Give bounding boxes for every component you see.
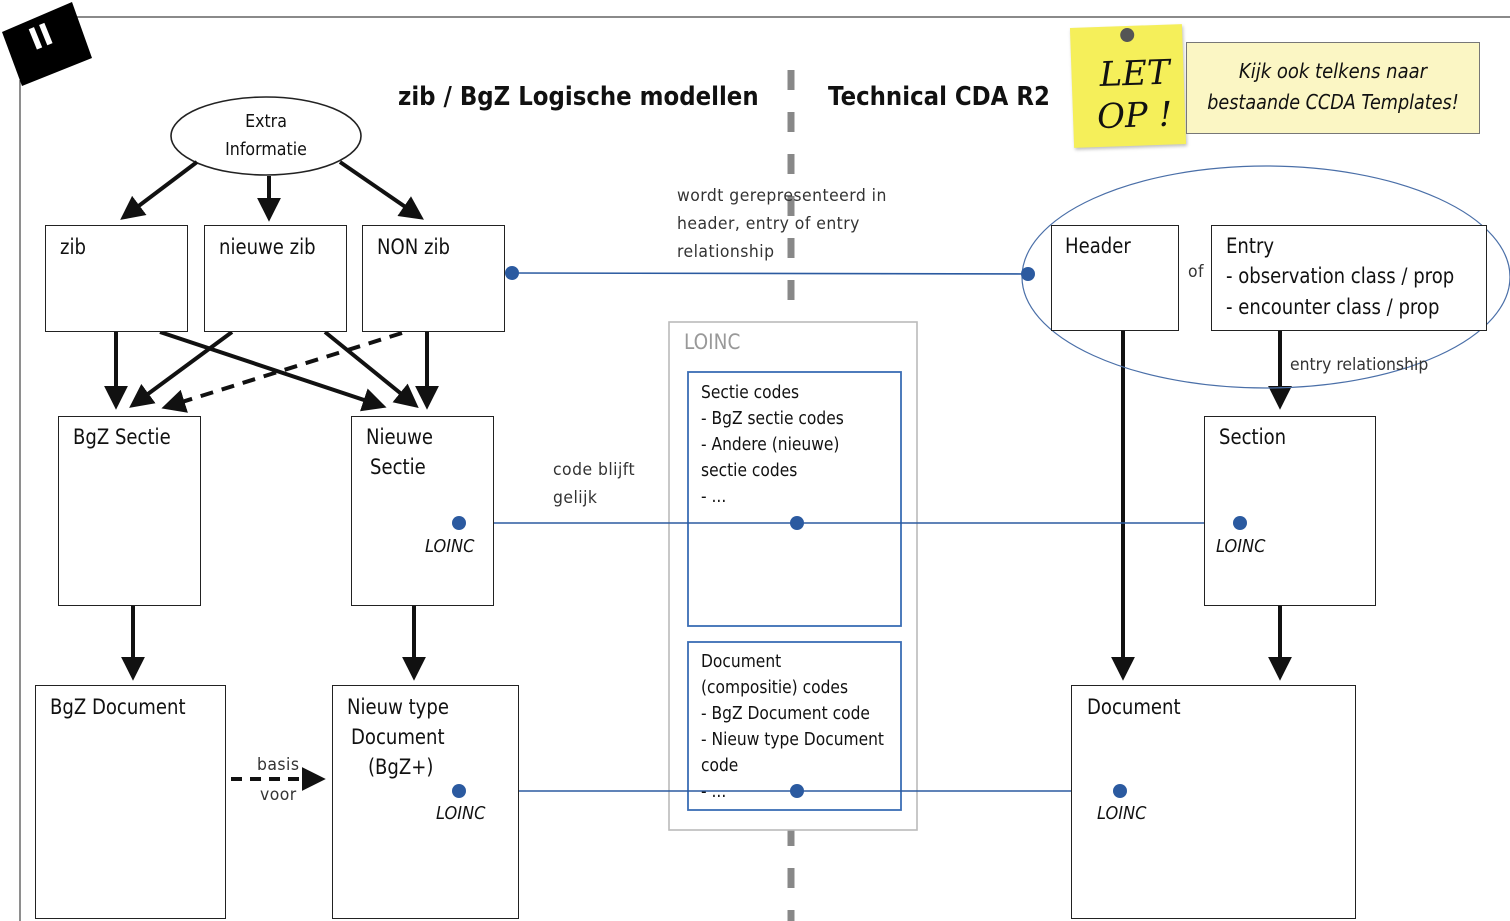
nieuwe-zib-box xyxy=(204,225,347,332)
extra-informatie-label: Extra Informatie xyxy=(171,108,361,164)
connector-dot xyxy=(505,266,519,280)
bgz-document-box xyxy=(35,685,226,919)
entry-line-1: - observation class / prop xyxy=(1226,264,1455,288)
sectie-codes-line: sectie codes xyxy=(701,460,798,481)
extra-informatie-line-1: Extra xyxy=(245,111,287,132)
zib-box xyxy=(45,225,188,332)
pushpin-icon xyxy=(1119,27,1135,43)
ccda-tip-box: Kijk ook telkens naar bestaande CCDA Tem… xyxy=(1186,42,1480,134)
sectie-codes-line: - ... xyxy=(701,486,727,507)
document-box xyxy=(1071,685,1356,919)
zib-label: zib xyxy=(60,235,86,259)
extra-informatie-line-2: Informatie xyxy=(225,139,307,160)
sectie-codes-list: Sectie codes - BgZ sectie codes - Andere… xyxy=(701,380,867,510)
document-label: Document xyxy=(1087,695,1181,719)
connector-dot xyxy=(452,784,466,798)
non-zib-label: NON zib xyxy=(377,235,450,259)
nieuw-document-label-3: (BgZ+) xyxy=(368,755,434,779)
nieuwe-sectie-label-2: Sectie xyxy=(370,455,426,479)
nieuw-document-label-1: Nieuw type xyxy=(347,695,449,719)
document-codes-line: (compositie) codes xyxy=(701,677,849,698)
right-title: Technical CDA R2 xyxy=(828,82,1050,112)
loinc-panel-title: LOINC xyxy=(684,330,741,354)
code-blijft-note-2: gelijk xyxy=(553,488,598,508)
ellipse-arrows xyxy=(120,160,424,222)
document-codes-list: Document (compositie) codes - BgZ Docume… xyxy=(701,649,914,805)
nieuwe-sectie-label-1: Nieuwe xyxy=(366,425,433,449)
entry-title: Entry xyxy=(1226,234,1275,258)
section-badge xyxy=(2,2,92,86)
represented-note-1: wordt gerepresenteerd in xyxy=(677,186,887,206)
document-codes-line: - BgZ Document code xyxy=(701,703,870,724)
section-box xyxy=(1204,416,1376,606)
nieuwe-sectie-box xyxy=(351,416,494,606)
sectie-codes-box xyxy=(687,371,902,627)
nieuwe-sectie-loinc: LOINC xyxy=(425,536,475,557)
entry-line-2: - encounter class / prop xyxy=(1226,295,1440,319)
extra-informatie-ellipse xyxy=(170,96,362,176)
bgz-document-label: BgZ Document xyxy=(50,695,186,719)
connector-dot xyxy=(790,516,804,530)
entry-relationship-label: entry relationship xyxy=(1290,355,1429,375)
document-codes-line: code xyxy=(701,755,739,776)
sectie-codes-line: Sectie codes xyxy=(701,382,800,403)
zib-to-sectie-arrows xyxy=(104,330,439,412)
section-loinc: LOINC xyxy=(1216,536,1266,557)
document-codes-line: - Nieuw type Document xyxy=(701,729,885,750)
represented-note-2: header, entry of entry xyxy=(677,214,860,234)
section-label: Section xyxy=(1219,425,1287,449)
document-loinc: LOINC xyxy=(1097,803,1147,824)
header-box xyxy=(1051,225,1179,331)
nieuw-type-document-box xyxy=(332,685,519,919)
non-zib-box xyxy=(362,225,505,332)
nieuwe-zib-label: nieuwe zib xyxy=(219,235,316,259)
document-codes-box xyxy=(687,641,902,811)
sticky-note: LET OP ! xyxy=(1069,24,1187,148)
sectie-codes-line: - BgZ sectie codes xyxy=(701,408,844,429)
connector-dot xyxy=(1113,784,1127,798)
sectie-codes-line: - Andere (nieuwe) xyxy=(701,434,840,455)
sticky-line-2: OP ! xyxy=(1096,94,1173,138)
connector-dot xyxy=(452,516,466,530)
nieuw-document-label-2: Document xyxy=(351,725,445,749)
connector-dot xyxy=(1021,267,1035,281)
basis-voor-note-1: basis xyxy=(257,755,300,775)
code-blijft-note-1: code blijft xyxy=(553,460,636,480)
document-codes-line: Document xyxy=(701,651,782,672)
nieuw-document-loinc: LOINC xyxy=(436,803,486,824)
sticky-line-1: LET xyxy=(1098,52,1171,95)
loinc-connectors xyxy=(459,272,1240,792)
sectie-to-document-arrows xyxy=(121,606,426,681)
of-label: of xyxy=(1188,262,1204,282)
document-codes-line: - ... xyxy=(701,781,727,802)
bgz-sectie-box xyxy=(58,416,201,606)
non-zib-to-bgz-sectie-dashed-arrow xyxy=(161,331,403,413)
represented-note-3: relationship xyxy=(677,242,775,262)
entry-box xyxy=(1211,225,1487,331)
connector-dot xyxy=(1233,516,1247,530)
header-label: Header xyxy=(1065,234,1131,258)
tip-line-2: bestaande CCDA Templates! xyxy=(1207,90,1459,114)
left-title: zib / BgZ Logische modellen xyxy=(398,82,759,112)
bgz-sectie-label: BgZ Sectie xyxy=(73,425,171,449)
connector-dot xyxy=(790,784,804,798)
cda-arrows xyxy=(1111,331,1292,681)
tip-line-1: Kijk ook telkens naar xyxy=(1238,59,1428,83)
basis-voor-note-2: voor xyxy=(260,785,297,805)
